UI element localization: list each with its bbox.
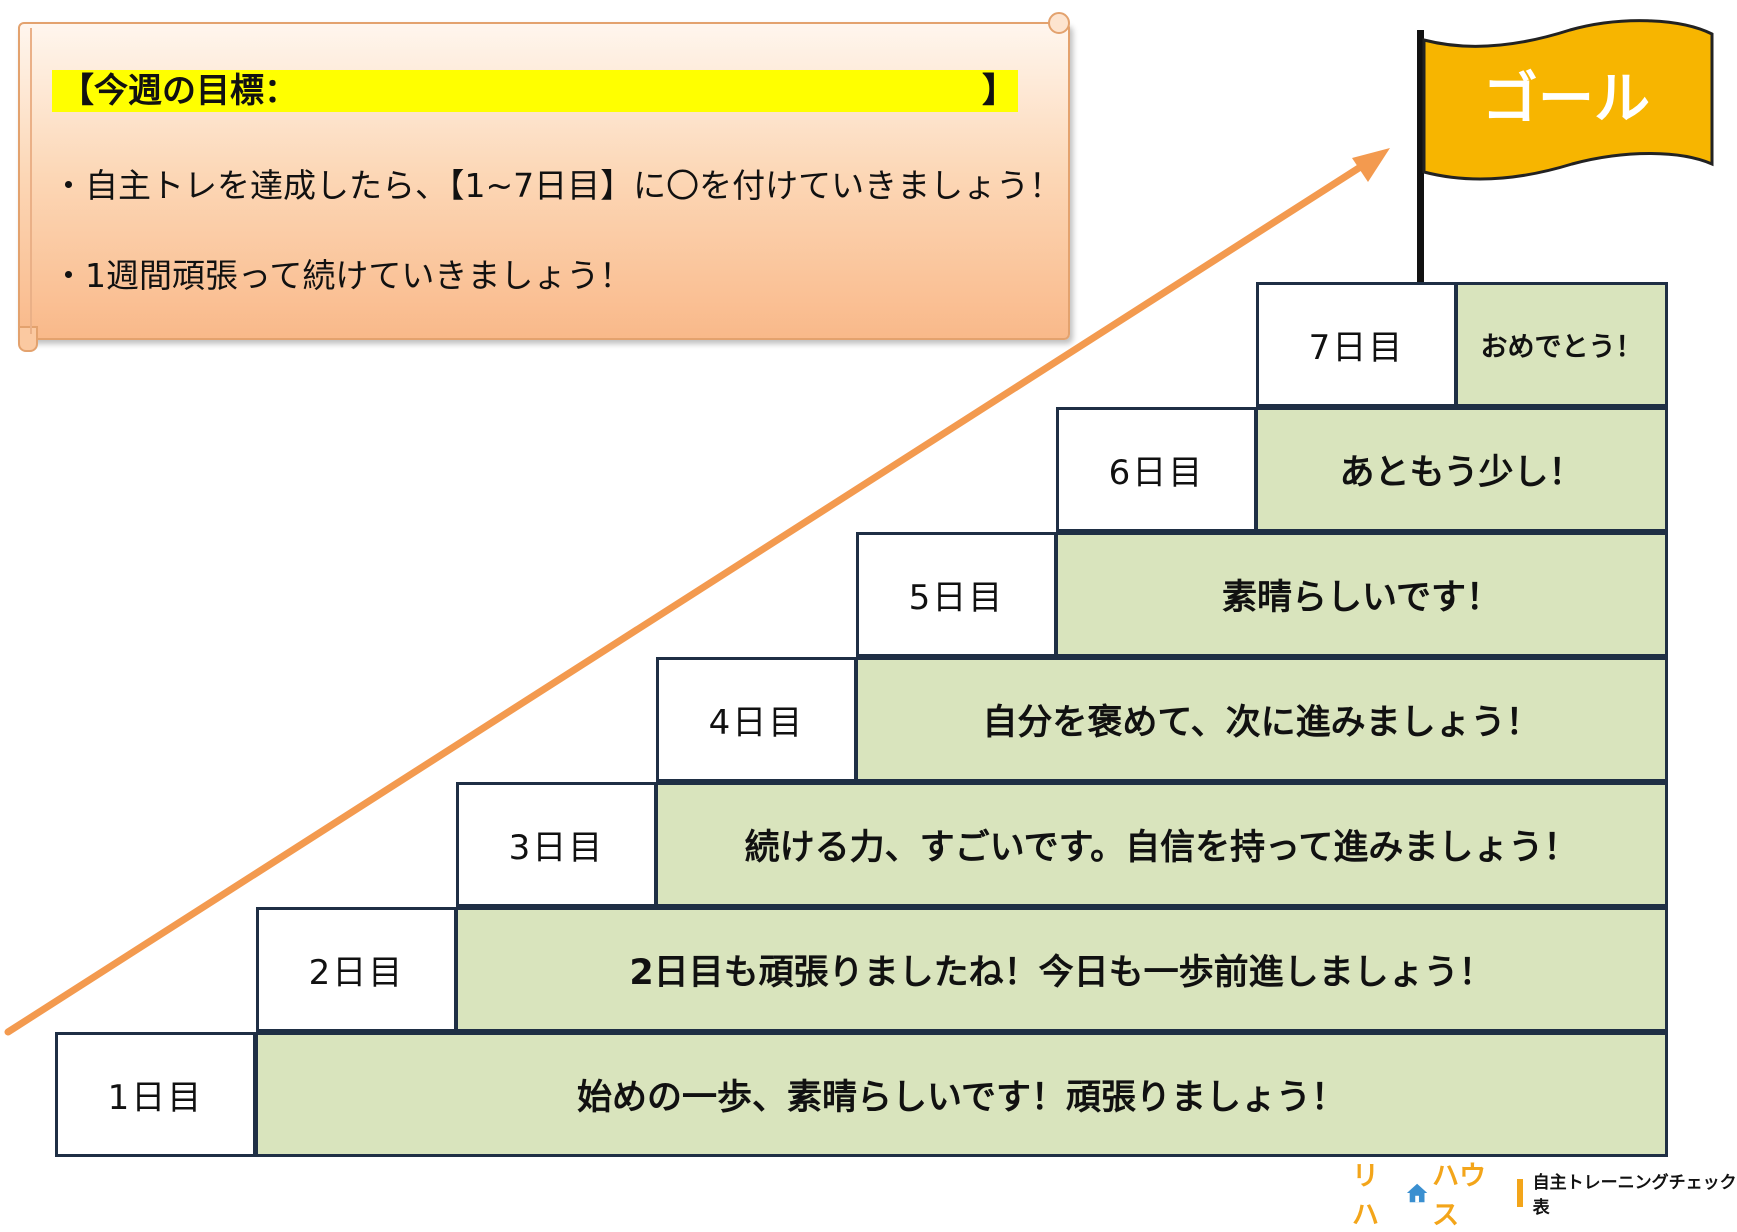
step-message-text: おめでとう！ <box>1480 332 1643 363</box>
goal-flag-icon: ゴール <box>1417 19 1714 282</box>
day-label: 3日目 <box>508 828 605 868</box>
progress-arrow-icon <box>4 148 1390 1036</box>
step-message-1: 始めの一歩、素晴らしいです！頑張りましょう！ <box>255 1032 1668 1157</box>
step-message-3: 続ける力、すごいです。自信を持って進みましょう！ <box>655 782 1668 907</box>
step-message-text: 2日目も頑張りましたね！今日も一歩前進しましょう！ <box>629 953 1494 993</box>
day-cell-2[interactable]: 2日目 <box>256 907 457 1032</box>
day-cell-6[interactable]: 6日目 <box>1056 407 1257 532</box>
step-message-text: 始めの一歩、素晴らしいです！頑張りましょう！ <box>577 1078 1346 1118</box>
scroll-curl-bottom <box>18 326 38 352</box>
day-cell-3[interactable]: 3日目 <box>456 782 657 907</box>
day-cell-7[interactable]: 7日目 <box>1256 282 1457 407</box>
day-label: 7日目 <box>1308 328 1405 368</box>
scroll-curl-top <box>1048 12 1070 34</box>
step-message-2: 2日目も頑張りましたね！今日も一歩前進しましょう！ <box>455 907 1668 1032</box>
weekly-goal-field[interactable]: 【今週の目標： 】 <box>52 70 1018 112</box>
step-message-5: 素晴らしいです！ <box>1055 532 1668 657</box>
step-message-4: 自分を褒めて、次に進みましょう！ <box>855 657 1668 782</box>
instruction-scroll: 【今週の目標： 】 ・自主トレを達成したら、【1~7日目】に〇を付けていきましょ… <box>18 12 1070 352</box>
brand-name-left: リハ <box>1352 1161 1379 1231</box>
day-label: 6日目 <box>1108 453 1205 493</box>
day-label: 4日目 <box>708 703 805 743</box>
instruction-note-2: ・1週間頑張って続けていきましょう！ <box>52 256 633 295</box>
day-label: 5日目 <box>908 578 1005 618</box>
step-message-text: あともう少し！ <box>1339 453 1584 493</box>
step-message-6: あともう少し！ <box>1255 407 1668 532</box>
step-message-text: 素晴らしいです！ <box>1222 578 1501 618</box>
day-cell-1[interactable]: 1日目 <box>55 1032 256 1157</box>
scroll-edge <box>30 28 32 334</box>
step-message-text: 自分を褒めて、次に進みましょう！ <box>982 703 1541 743</box>
weekly-goal-label: 【今週の目標： <box>60 71 298 111</box>
day-label: 1日目 <box>107 1078 204 1118</box>
weekly-goal-bracket-close: 】 <box>982 71 1016 111</box>
day-label: 2日目 <box>308 953 405 993</box>
day-cell-4[interactable]: 4日目 <box>656 657 857 782</box>
house-icon <box>1406 1183 1428 1203</box>
step-message-7: おめでとう！ <box>1455 282 1668 407</box>
goal-flag-label: ゴール <box>1482 67 1650 132</box>
step-message-text: 続ける力、すごいです。自信を持って進みましょう！ <box>744 828 1579 868</box>
instruction-note-1: ・自主トレを達成したら、【1~7日目】に〇を付けていきましょう！ <box>52 166 1063 205</box>
brand-divider <box>1517 1179 1523 1207</box>
day-cell-5[interactable]: 5日目 <box>856 532 1057 657</box>
footer-brand: リハ ハウス 自主トレーニングチェック表 <box>1352 1161 1737 1231</box>
brand-name-right: ハウス <box>1432 1161 1487 1231</box>
